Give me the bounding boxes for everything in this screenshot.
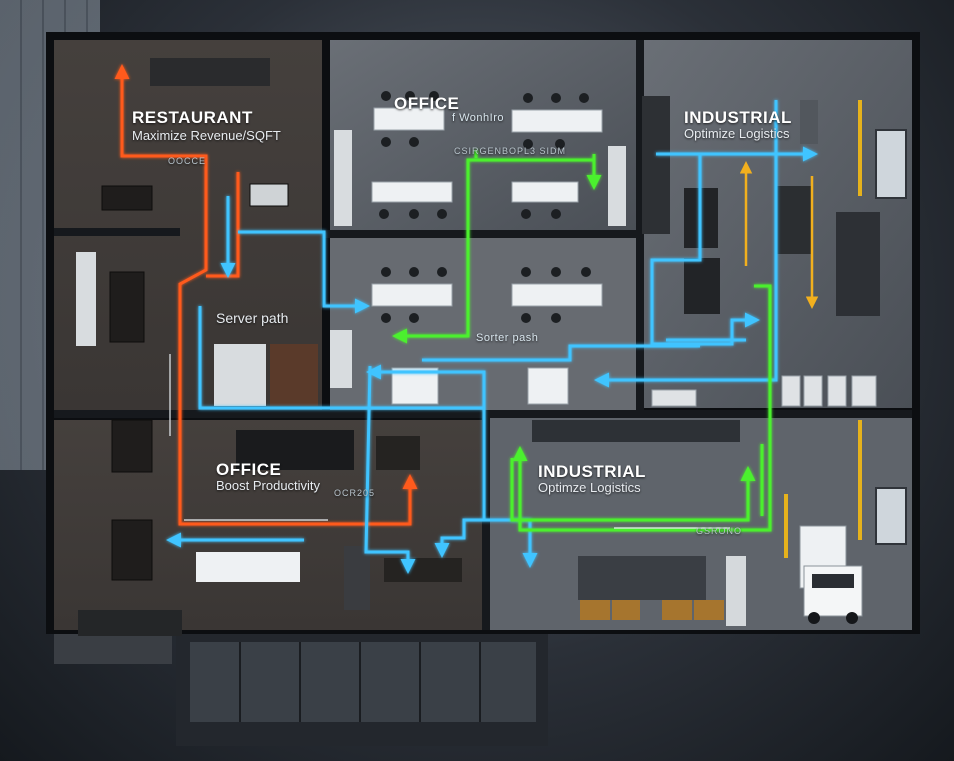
restaurant-code: OOCCE [168,156,207,166]
office-bottom-subtitle: Boost Productivity [216,478,321,493]
industrial-top-title: INDUSTRIAL [684,108,792,127]
entry-mat [78,610,182,636]
office-cabinet [334,130,352,226]
restaurant-counter [76,252,96,346]
safety-posts [784,100,862,558]
wall-restaurant-divider [54,228,180,236]
restaurant-subtitle: Maximize Revenue/SQFT [132,128,281,143]
industrial-bottom-subtitle: Optimze Logistics [538,480,641,495]
industrial-top-subtitle: Optimize Logistics [684,126,790,141]
truck-icon [799,525,863,624]
restaurant-path [114,64,418,526]
office-top-title: OFFICE [394,94,460,113]
industrial-path [392,150,772,532]
wall-center-divider [322,230,642,238]
industrial-bottom-title: INDUSTRIAL [538,462,646,481]
office-bottom-code: OCR205 [334,488,376,498]
wall-office-industrial [636,40,644,410]
office-bottom-desks [196,430,462,610]
office-header-code: CSIRGENBOPL3 SIDM [454,146,567,156]
industrial-bottom-code: GSRONO [696,526,743,536]
wall-bottom-divider [482,416,490,630]
equipment-path [739,161,819,309]
industrial-boxes [651,375,877,407]
office-top-sign: f WonhIro [452,112,504,124]
office-bottom-title: OFFICE [216,460,282,479]
restaurant-title: RESTAURANT [132,108,253,127]
office-path [166,100,818,574]
restaurant-tables [101,183,289,581]
server-path-label-left: Server path [216,310,289,326]
office-chairs [379,91,591,323]
office-desks [371,107,603,405]
kitchen-hood [150,58,270,86]
restaurant-booth [214,344,266,406]
shelving-icon [532,420,740,442]
server-path-label-center: Sorter pash [476,332,539,344]
window-icon [875,129,907,545]
